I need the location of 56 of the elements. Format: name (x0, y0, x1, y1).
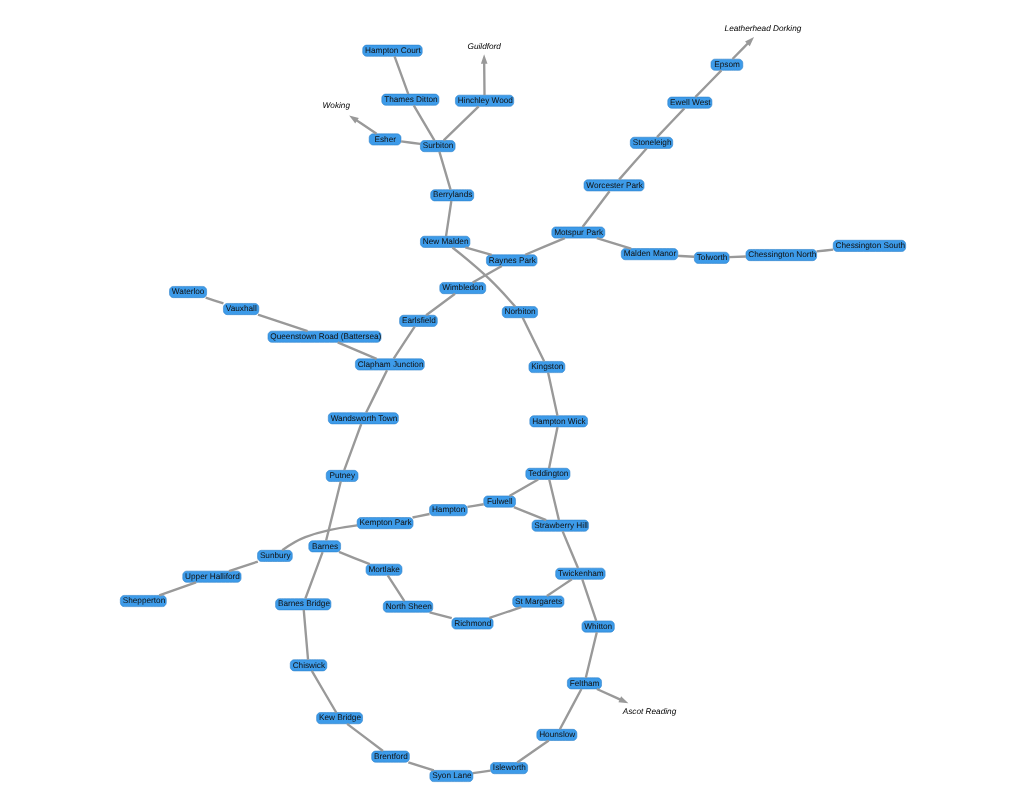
connector (617, 147, 647, 181)
connector (301, 609, 309, 660)
connector (520, 317, 545, 362)
connector (336, 341, 377, 360)
connector (580, 190, 610, 228)
connector (545, 578, 572, 597)
connector (595, 237, 631, 250)
connector (728, 255, 745, 259)
arrow (479, 54, 487, 96)
connector (342, 423, 362, 471)
connector (471, 769, 490, 775)
connector (560, 530, 579, 569)
connector (391, 325, 415, 360)
connector (488, 606, 521, 619)
connector (471, 264, 502, 284)
connector (583, 631, 597, 678)
connector (441, 105, 479, 142)
connector (303, 551, 323, 599)
connector (546, 426, 558, 469)
connector (676, 254, 694, 258)
connector (256, 313, 307, 333)
connector (411, 512, 429, 519)
connector (547, 479, 560, 521)
connector (385, 574, 405, 602)
connector (464, 246, 491, 256)
connector (424, 292, 455, 317)
connector (693, 69, 722, 98)
connector (437, 151, 451, 190)
connector (392, 56, 409, 95)
connector (546, 372, 558, 416)
connector (580, 578, 597, 622)
arrow (348, 115, 377, 135)
arrow (730, 37, 753, 60)
connector (337, 550, 370, 566)
connector (324, 481, 341, 541)
connector (815, 248, 833, 253)
connector (450, 246, 515, 308)
connector (364, 369, 388, 414)
connector (411, 104, 435, 141)
connector (655, 107, 685, 138)
connector (515, 739, 549, 764)
connector (523, 237, 565, 256)
connector (507, 478, 538, 497)
connector (309, 670, 337, 714)
connector (443, 200, 452, 237)
connector (466, 503, 483, 509)
connector (512, 506, 546, 522)
connector (227, 560, 258, 573)
connector (428, 611, 452, 620)
connector (204, 296, 223, 305)
connector (157, 581, 196, 597)
connector (557, 688, 582, 730)
arrow (595, 687, 628, 704)
connector (400, 140, 420, 146)
connector (345, 722, 383, 752)
connector (406, 761, 434, 772)
